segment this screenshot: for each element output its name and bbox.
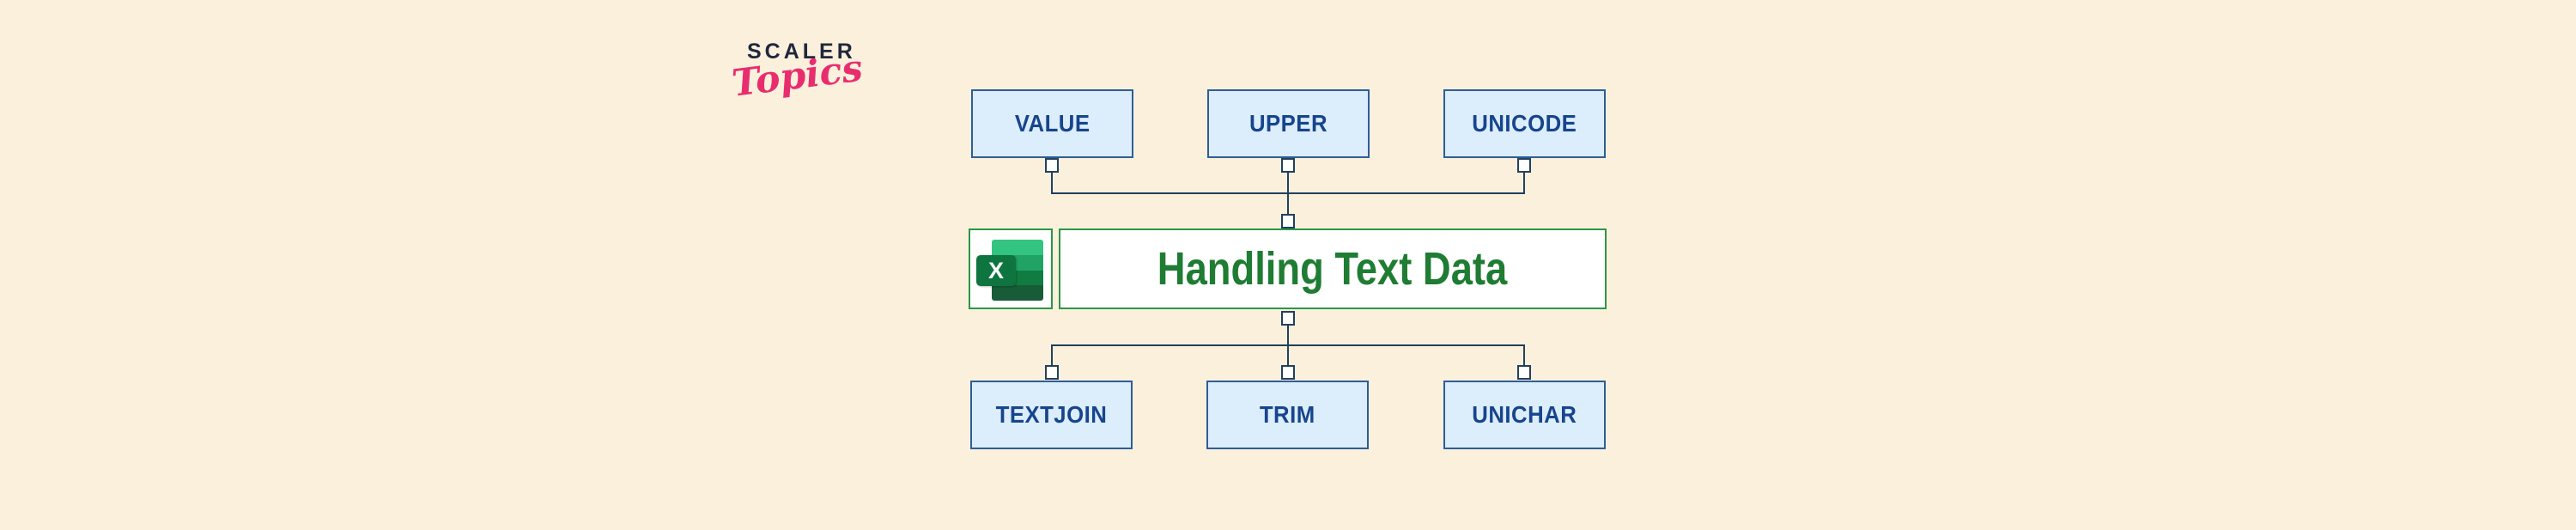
node-trim-label: TRIM xyxy=(1260,401,1315,428)
connector-line xyxy=(1287,194,1289,214)
excel-sheet-band xyxy=(992,240,1043,255)
connector-line xyxy=(1051,173,1053,193)
connector-tab xyxy=(1281,365,1295,380)
connector-tab xyxy=(1517,365,1531,380)
connector-tab xyxy=(1045,365,1059,380)
node-unicode-label: UNICODE xyxy=(1472,110,1577,137)
node-value-label: VALUE xyxy=(1014,110,1091,137)
excel-sheet-band xyxy=(992,285,1043,301)
connector-line xyxy=(1051,344,1525,346)
node-textjoin-label: TEXTJOIN xyxy=(995,401,1108,428)
connector-tab xyxy=(1045,158,1059,173)
node-unicode: UNICODE xyxy=(1443,89,1606,158)
connector-line xyxy=(1287,326,1289,345)
connector-tab xyxy=(1281,311,1295,326)
connector-line xyxy=(1523,173,1525,193)
node-upper-label: UPPER xyxy=(1249,110,1328,137)
connector-line xyxy=(1051,192,1525,194)
scaler-topics-logo: SCALER Topics xyxy=(730,40,870,117)
connector-line xyxy=(1523,346,1525,365)
center-title-text: Handling Text Data xyxy=(1157,243,1508,295)
logo-brand-text: SCALER xyxy=(747,40,856,64)
node-upper: UPPER xyxy=(1207,89,1370,158)
excel-x-letter: X xyxy=(987,257,1004,283)
connector-line xyxy=(1287,346,1289,365)
node-value: VALUE xyxy=(971,89,1133,158)
connector-line xyxy=(1051,346,1053,365)
connector-tab xyxy=(1281,158,1295,173)
node-trim: TRIM xyxy=(1206,381,1369,449)
center-title-box: Handling Text Data xyxy=(1059,228,1607,309)
connector-tab xyxy=(1281,214,1295,228)
node-unichar: UNICHAR xyxy=(1443,381,1606,449)
excel-icon-box: X xyxy=(969,228,1053,309)
connector-line xyxy=(1287,173,1289,193)
node-textjoin: TEXTJOIN xyxy=(970,381,1133,449)
excel-icon: X xyxy=(976,255,1016,286)
connector-tab xyxy=(1517,158,1531,173)
node-unichar-label: UNICHAR xyxy=(1472,401,1577,428)
